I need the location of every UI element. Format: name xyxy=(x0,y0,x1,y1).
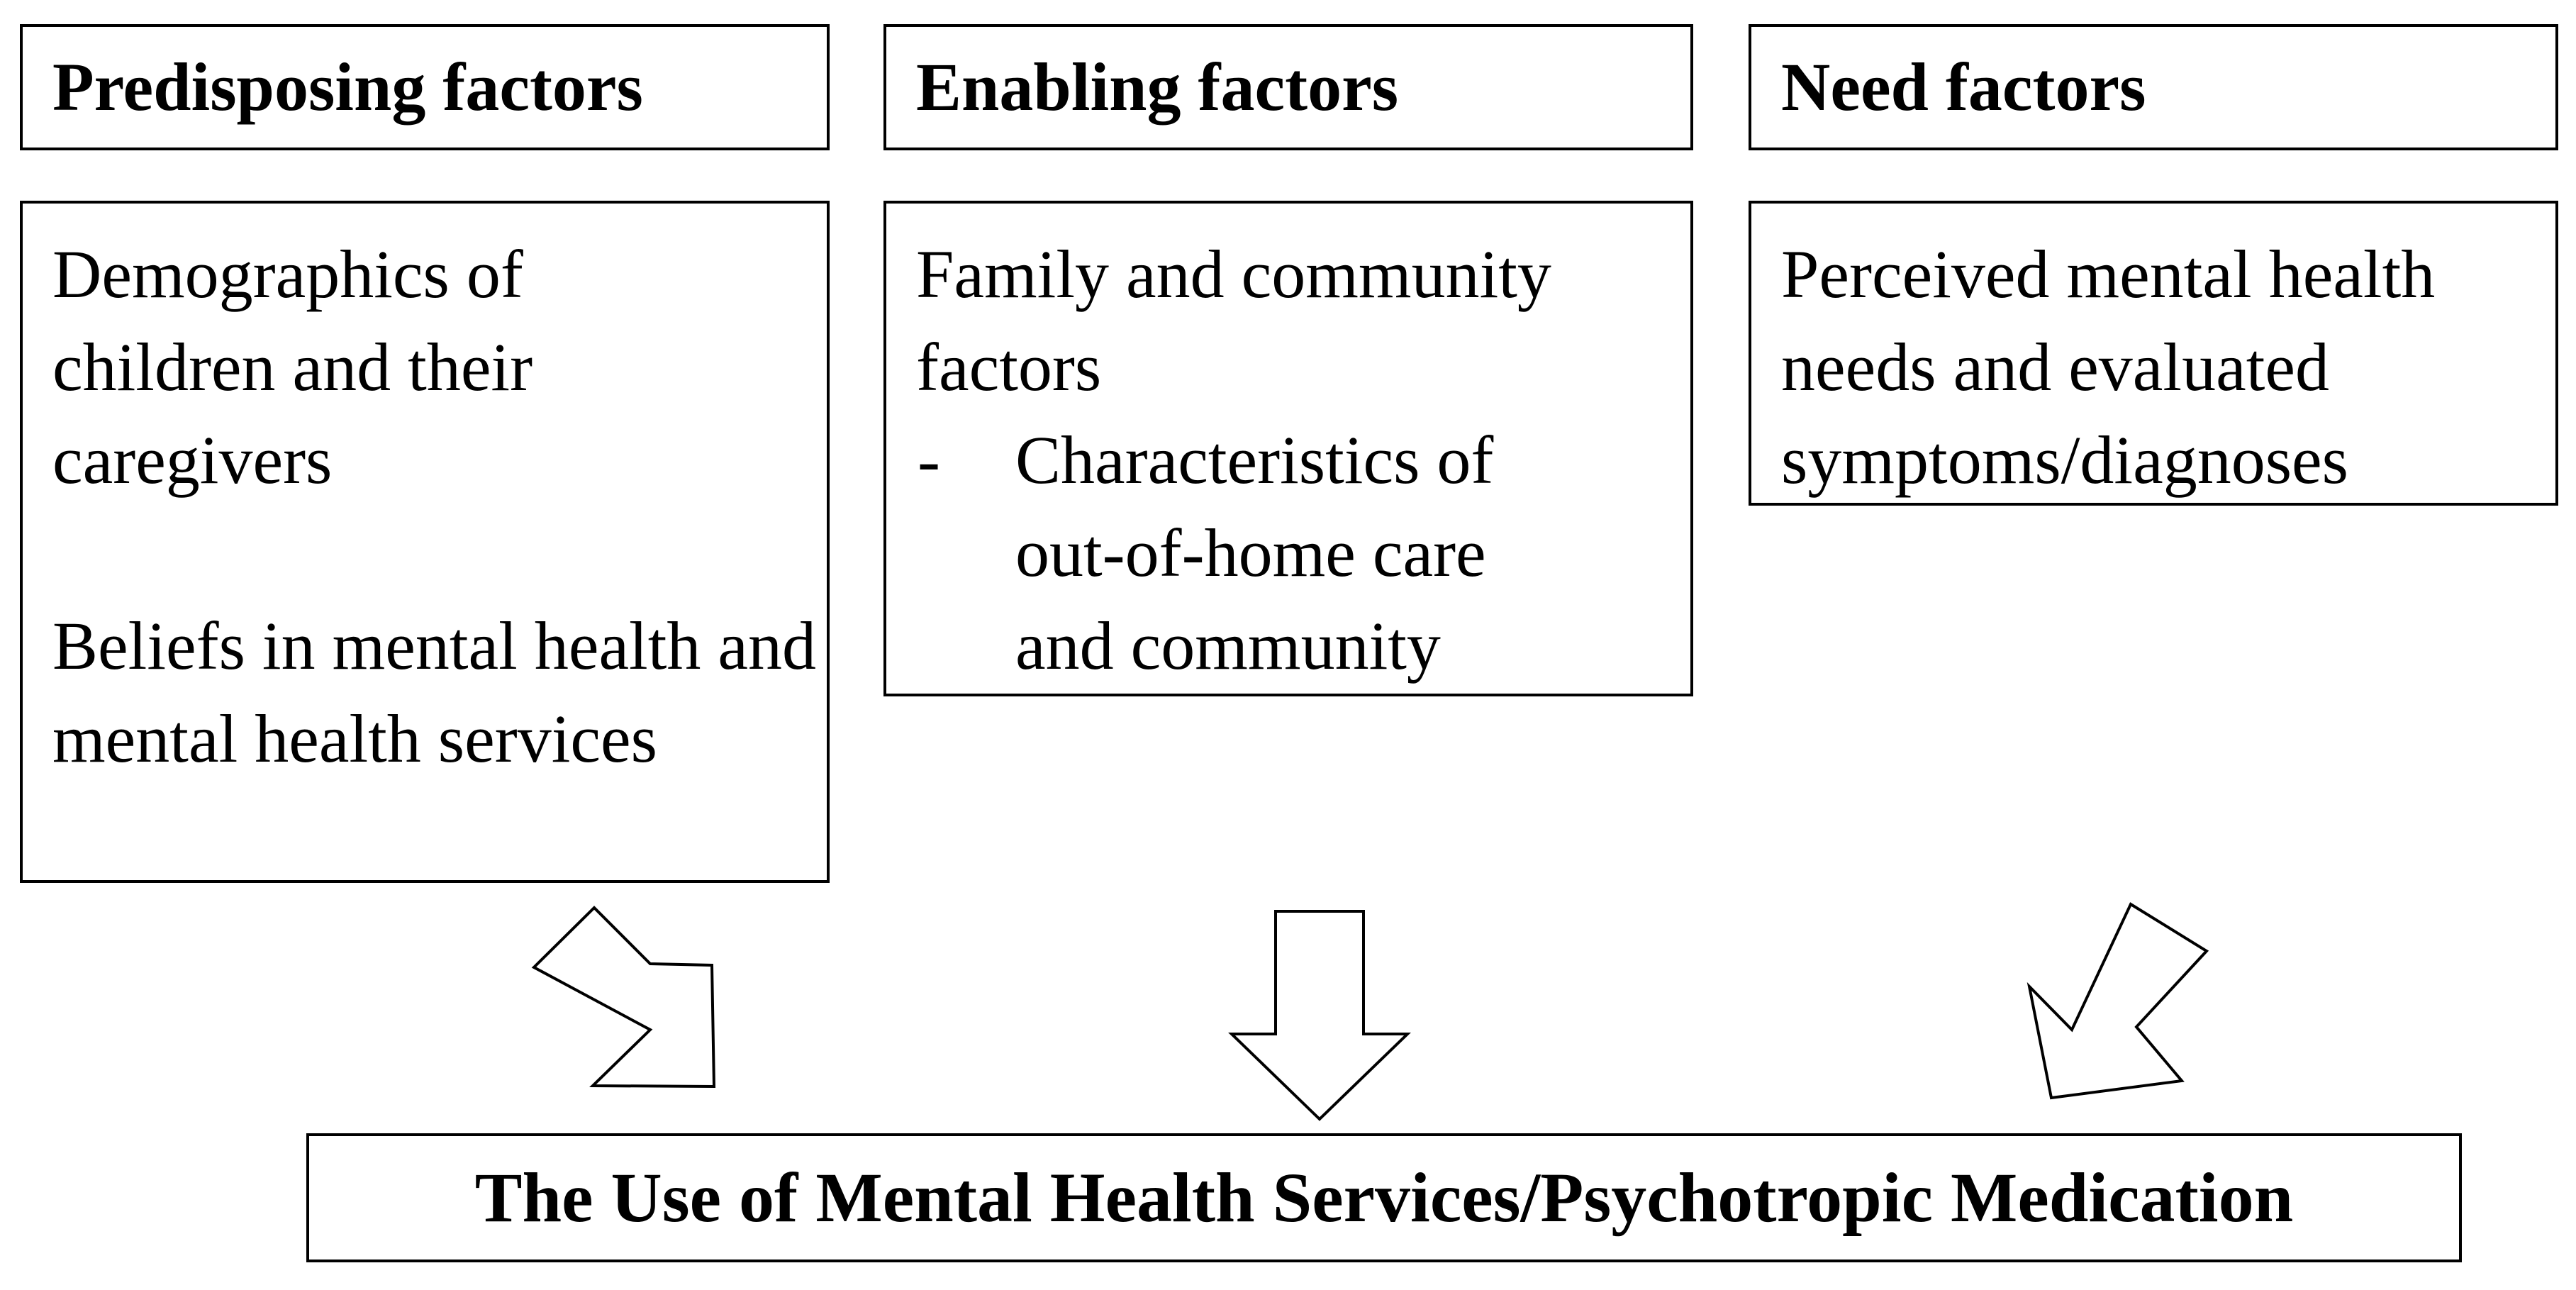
outcome-title: The Use of Mental Health Services/Psycho… xyxy=(474,1158,2294,1237)
enabling-factors-content: Family and community factors - Character… xyxy=(883,201,1693,696)
predisposing-factors-title: Predisposing factors xyxy=(52,49,643,125)
need-factors-title: Need factors xyxy=(1781,49,2146,125)
bullet-item: - Characteristics of out-of-home care an… xyxy=(916,413,1690,692)
demographics-text: Demographics of children and their careg… xyxy=(52,236,533,498)
need-factors-content: Perceived mental health needs and evalua… xyxy=(1749,201,2558,506)
need-to-outcome-arrow xyxy=(2026,902,2209,1100)
outcome-box: The Use of Mental Health Services/Psycho… xyxy=(306,1133,2462,1262)
beliefs-text: Beliefs in mental health and mental heal… xyxy=(52,608,816,777)
predisposing-to-outcome-arrow xyxy=(531,906,716,1089)
enabling-to-outcome-arrow xyxy=(1228,910,1411,1121)
out-of-home-care-text: Characteristics of out-of-home care and … xyxy=(1015,422,1494,684)
perceived-needs-text: Perceived mental health needs and evalua… xyxy=(1781,236,2436,498)
enabling-factors-title: Enabling factors xyxy=(916,49,1399,125)
family-community-text: Family and community factors xyxy=(916,236,1551,405)
enabling-factors-header: Enabling factors xyxy=(883,24,1693,150)
bullet-dash: - xyxy=(918,422,940,498)
predisposing-factors-header: Predisposing factors xyxy=(20,24,830,150)
predisposing-factors-content: Demographics of children and their careg… xyxy=(20,201,830,883)
need-factors-header: Need factors xyxy=(1749,24,2558,150)
